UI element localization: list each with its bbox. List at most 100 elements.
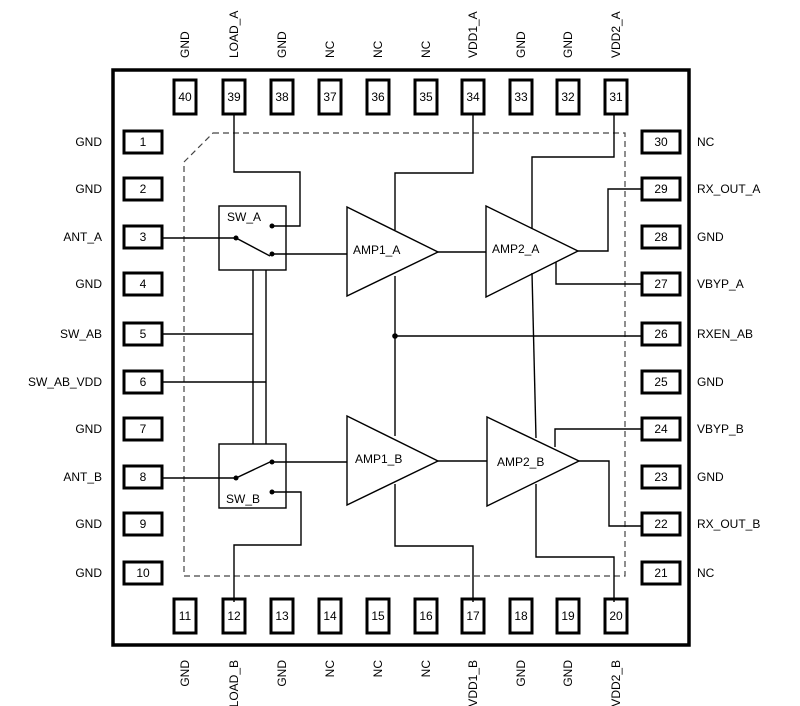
pin-label: VDD1_B	[466, 660, 480, 706]
pin-30: 30 NC	[640, 129, 715, 155]
amp2-a-label: AMP2_A	[492, 242, 539, 256]
pin-number: 37	[323, 90, 337, 104]
pin-box	[122, 271, 164, 297]
pin-label: VBYP_A	[697, 277, 744, 291]
pin-box	[269, 597, 295, 635]
pin-label: GND	[697, 230, 724, 244]
pin-32: 32 GND	[555, 31, 581, 116]
pin-number: 20	[609, 609, 623, 623]
pin-number: 26	[654, 327, 668, 341]
pin-box	[269, 78, 295, 116]
pin-number: 30	[654, 135, 668, 149]
pin-label: LOAD_B	[227, 660, 241, 706]
pin-label: NC	[323, 40, 337, 58]
pin-label: GND	[697, 375, 724, 389]
die-outline	[183, 132, 626, 577]
pin-label: GND	[561, 31, 575, 58]
pin-number: 7	[140, 422, 147, 436]
pin-box	[172, 597, 198, 635]
pin-number: 21	[654, 566, 668, 580]
pin-label: NC	[697, 135, 715, 149]
pin-label: NC	[419, 660, 433, 678]
pin-box	[603, 78, 629, 116]
amp1-a-label: AMP1_A	[353, 243, 400, 257]
pin-box	[640, 511, 682, 537]
pin-number: 9	[140, 517, 147, 531]
pin-box	[122, 416, 164, 442]
pin-box	[508, 597, 534, 635]
pin-box	[640, 464, 682, 490]
pin-box	[122, 560, 164, 586]
pin-number: 40	[178, 90, 192, 104]
pin-label: GND	[697, 470, 724, 484]
pin-number: 17	[466, 609, 480, 623]
pin-box	[122, 129, 164, 155]
package-outline	[111, 68, 691, 647]
pin-37: 37 NC	[317, 40, 343, 116]
amp1-b-triangle	[346, 414, 440, 507]
pin-number: 34	[466, 90, 480, 104]
pin-label: VDD2_A	[609, 11, 623, 58]
pin-label: GND	[178, 660, 192, 687]
pin-number: 3	[140, 230, 147, 244]
pins: 40GND39LOAD_A38GND37NC36NC35NC34VDD1_A33…	[28, 11, 760, 706]
pin-number: 5	[140, 327, 147, 341]
pin-box	[317, 597, 343, 635]
pin-8: 8 ANT_B	[63, 464, 164, 490]
pin-number: 8	[140, 470, 147, 484]
pin-label: NC	[323, 660, 337, 678]
pin-number: 10	[136, 566, 150, 580]
pin-number: 35	[419, 90, 433, 104]
pin-label: VBYP_B	[697, 422, 744, 436]
pin-box	[555, 597, 581, 635]
pin-label: NC	[697, 566, 715, 580]
pin-box	[413, 78, 439, 116]
pin-box	[122, 511, 164, 537]
pin-number: 38	[275, 90, 289, 104]
pin-label: GND	[75, 566, 102, 580]
pin-box	[640, 129, 682, 155]
pin-label: ANT_B	[63, 470, 102, 484]
pin-7: 7 GND	[75, 416, 164, 442]
pin-number: 32	[561, 90, 575, 104]
pin-label: GND	[75, 422, 102, 436]
pin-number: 11	[179, 609, 192, 623]
pin-number: 29	[654, 182, 668, 196]
pin-label: LOAD_A	[227, 11, 241, 58]
pin-box	[317, 78, 343, 116]
pin-label: SW_AB_VDD	[28, 375, 102, 389]
pin-number: 39	[227, 90, 241, 104]
pin-10: 10 GND	[75, 560, 164, 586]
pin-6: 6 SW_AB_VDD	[28, 369, 164, 395]
pin-label: GND	[178, 31, 192, 58]
pin-number: 6	[140, 375, 147, 389]
pin-number: 12	[227, 609, 241, 623]
pin-label: GND	[75, 182, 102, 196]
pin-number: 2	[140, 182, 147, 196]
pin-label: NC	[371, 660, 385, 678]
